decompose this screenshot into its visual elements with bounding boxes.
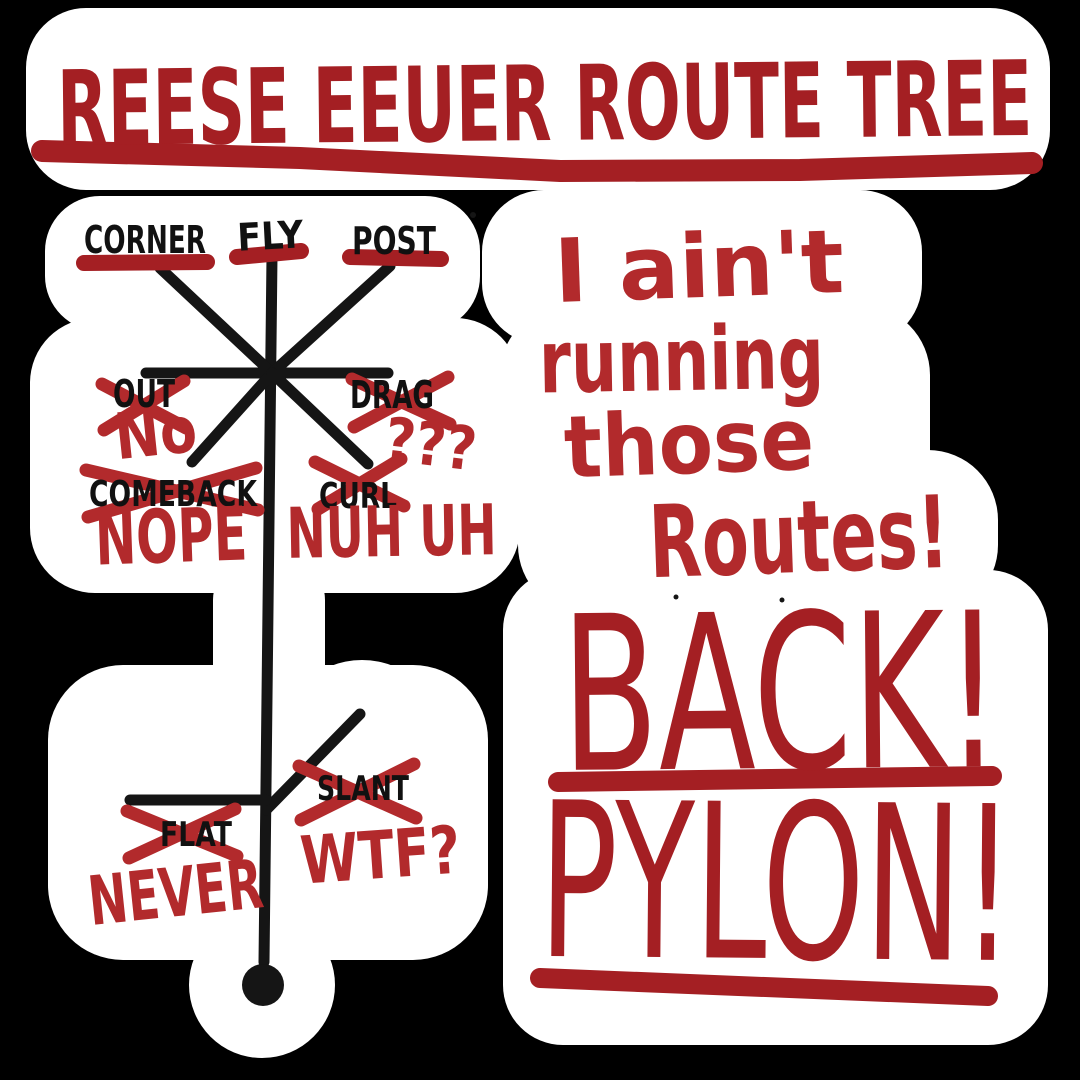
red-marker-strokes bbox=[31, 140, 1043, 1006]
x-mark-comeback bbox=[79, 461, 265, 524]
speech-line-4: Routes! bbox=[647, 474, 951, 601]
rejection-out: No bbox=[111, 393, 200, 475]
shout-blob bbox=[503, 570, 1048, 1045]
back-underline bbox=[548, 766, 1002, 792]
x-mark-flat bbox=[120, 802, 244, 865]
route-label-curl: CURL bbox=[319, 476, 397, 517]
route-line-curl bbox=[266, 367, 374, 470]
route-line-post bbox=[266, 260, 396, 379]
post-underline bbox=[342, 249, 449, 267]
speech-text: I ain't running those Routes! bbox=[538, 210, 951, 601]
rejection-flat: NEVER bbox=[84, 845, 266, 942]
route-label-corner: CORNER bbox=[84, 218, 206, 262]
speech-line-1: I ain't bbox=[552, 210, 845, 323]
speech-line-3: those bbox=[562, 390, 815, 499]
route-label-drag: DRAG bbox=[350, 373, 434, 417]
route-label-comeback: COMEBACK bbox=[89, 474, 258, 515]
fly-underline bbox=[229, 243, 309, 265]
shout-text: BACK! PYLON! bbox=[538, 566, 1015, 1011]
line-of-scrimmage-dot bbox=[242, 964, 284, 1006]
route-label-flat: FLAT bbox=[160, 815, 233, 855]
ink-speck bbox=[673, 594, 679, 600]
x-mark-curl bbox=[308, 452, 411, 516]
route-label-post: POST bbox=[352, 219, 436, 263]
rejection-notes: No ??? NOPE NUH UH WTF? NEVER bbox=[84, 393, 497, 942]
route-labels: CORNER FLY POST OUT DRAG COMEBACK CURL S… bbox=[84, 212, 436, 855]
speech-line-2: running bbox=[538, 306, 825, 414]
rejection-curl: NUH UH bbox=[286, 489, 497, 575]
route-line-corner bbox=[154, 262, 278, 379]
route-label-fly: FLY bbox=[236, 212, 305, 259]
rejection-comeback: NOPE bbox=[94, 491, 249, 582]
title-underline bbox=[31, 140, 1043, 183]
pylon-underline bbox=[530, 968, 998, 1006]
route-tree-lines bbox=[124, 250, 396, 968]
route-label-out: OUT bbox=[113, 372, 175, 416]
route-line-comeback bbox=[186, 367, 278, 468]
x-mark-slant bbox=[292, 757, 423, 827]
corner-underline bbox=[76, 254, 215, 271]
rejection-drag: ??? bbox=[381, 405, 481, 486]
shout-line-back: BACK! bbox=[560, 566, 1002, 821]
tree-labels-blob bbox=[45, 196, 480, 331]
sticker-blobs bbox=[26, 8, 1050, 1058]
shout-line-pylon: PYLON! bbox=[538, 756, 1015, 1011]
ink-speck bbox=[779, 597, 785, 603]
route-line-slant bbox=[260, 708, 366, 816]
x-mark-out bbox=[95, 374, 193, 437]
rejection-slant: WTF? bbox=[298, 812, 463, 900]
ink-speck bbox=[470, 212, 476, 218]
x-mark-drag bbox=[345, 370, 457, 434]
title-blob bbox=[26, 8, 1050, 190]
ink-specks bbox=[470, 212, 785, 603]
page-title: REESE EEUER ROUTE TREE bbox=[57, 38, 1033, 170]
route-label-slant: SLANT bbox=[317, 769, 410, 809]
